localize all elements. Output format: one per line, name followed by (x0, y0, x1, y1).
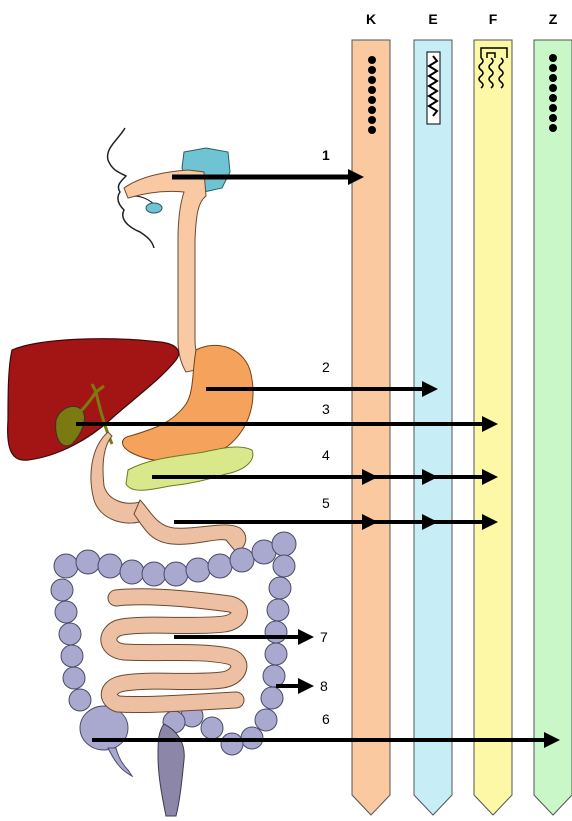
anatomy-illustration (8, 128, 296, 816)
arrow-labels: 1 2 3 4 5 7 8 6 (320, 147, 330, 727)
column-strips (352, 40, 572, 815)
column-strip-k (352, 40, 390, 815)
column-letter-k: K (366, 11, 376, 27)
column-strip-z (534, 40, 572, 815)
arrow-label-8: 8 (320, 678, 328, 694)
column-strip-f (474, 40, 512, 815)
arrow-label-7: 7 (320, 629, 328, 645)
column-letter-f: F (489, 11, 498, 27)
arrow-label-4: 4 (322, 447, 330, 463)
arrow-label-5: 5 (322, 495, 330, 511)
large-intestine (51, 532, 296, 755)
column-letter-e: E (428, 11, 437, 27)
appendix (108, 748, 132, 776)
arrow-label-3: 3 (322, 401, 330, 417)
arrow-label-2: 2 (322, 359, 330, 375)
rectum (158, 724, 184, 816)
column-letter-z: Z (549, 11, 558, 27)
salivary-gland-small (146, 203, 162, 213)
jejunum (134, 500, 246, 552)
column-strip-e (414, 40, 452, 815)
arrow-label-1: 1 (322, 147, 330, 163)
arrow-label-6: 6 (322, 711, 330, 727)
small-intestine (109, 597, 240, 705)
chain-icon (427, 52, 440, 124)
column-letters: K E F Z (366, 11, 558, 27)
